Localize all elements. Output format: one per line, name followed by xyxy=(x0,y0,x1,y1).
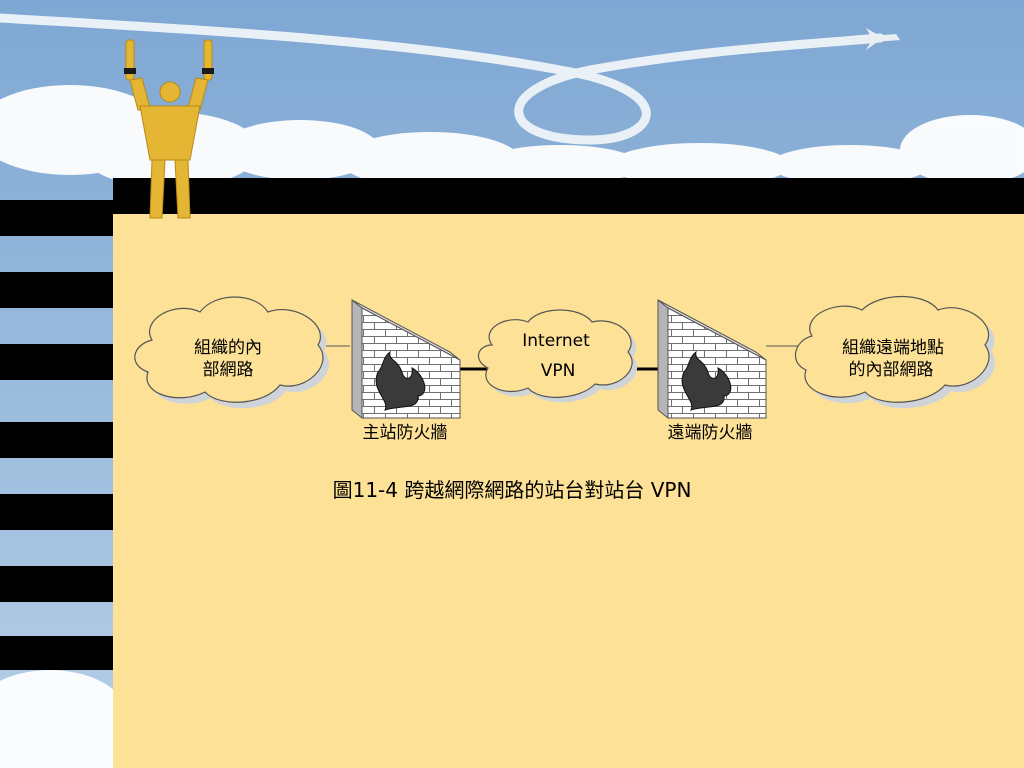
remote-firewall-icon xyxy=(657,298,767,420)
airplane-icon xyxy=(848,28,900,50)
left-network-cloud: 組織的內 部網路 xyxy=(134,296,329,409)
main-firewall-icon xyxy=(351,298,461,420)
side-stripes xyxy=(0,200,113,670)
figure-caption: 圖11-4 跨越網際網路的站台對站台 VPN xyxy=(332,478,692,502)
right-network-cloud: 組織遠端地點 的內部網路 xyxy=(794,295,996,409)
main-firewall-label: 主站防火牆 xyxy=(363,423,448,443)
stripe xyxy=(0,422,113,458)
right-network-label-line1: 組織遠端地點 xyxy=(842,338,944,358)
figure-illustration xyxy=(124,39,214,219)
stripe xyxy=(0,200,113,236)
vpn-label: VPN xyxy=(541,361,576,381)
stripe xyxy=(0,272,113,308)
left-network-label-line1: 組織的內 xyxy=(194,338,262,358)
clouds-top xyxy=(0,85,1024,188)
stripe xyxy=(0,494,113,530)
internet-cloud: Internet VPN xyxy=(477,309,638,403)
top-bar xyxy=(113,178,1024,214)
clouds-bottom xyxy=(0,670,130,768)
stripe xyxy=(0,566,113,602)
stripe xyxy=(0,636,113,670)
left-network-label-line2: 部網路 xyxy=(203,360,254,380)
internet-label: Internet xyxy=(522,331,590,351)
contrail xyxy=(0,13,885,145)
right-network-label-line2: 的內部網路 xyxy=(849,360,934,380)
remote-firewall-label: 遠端防火牆 xyxy=(668,423,753,443)
stripe xyxy=(0,344,113,380)
